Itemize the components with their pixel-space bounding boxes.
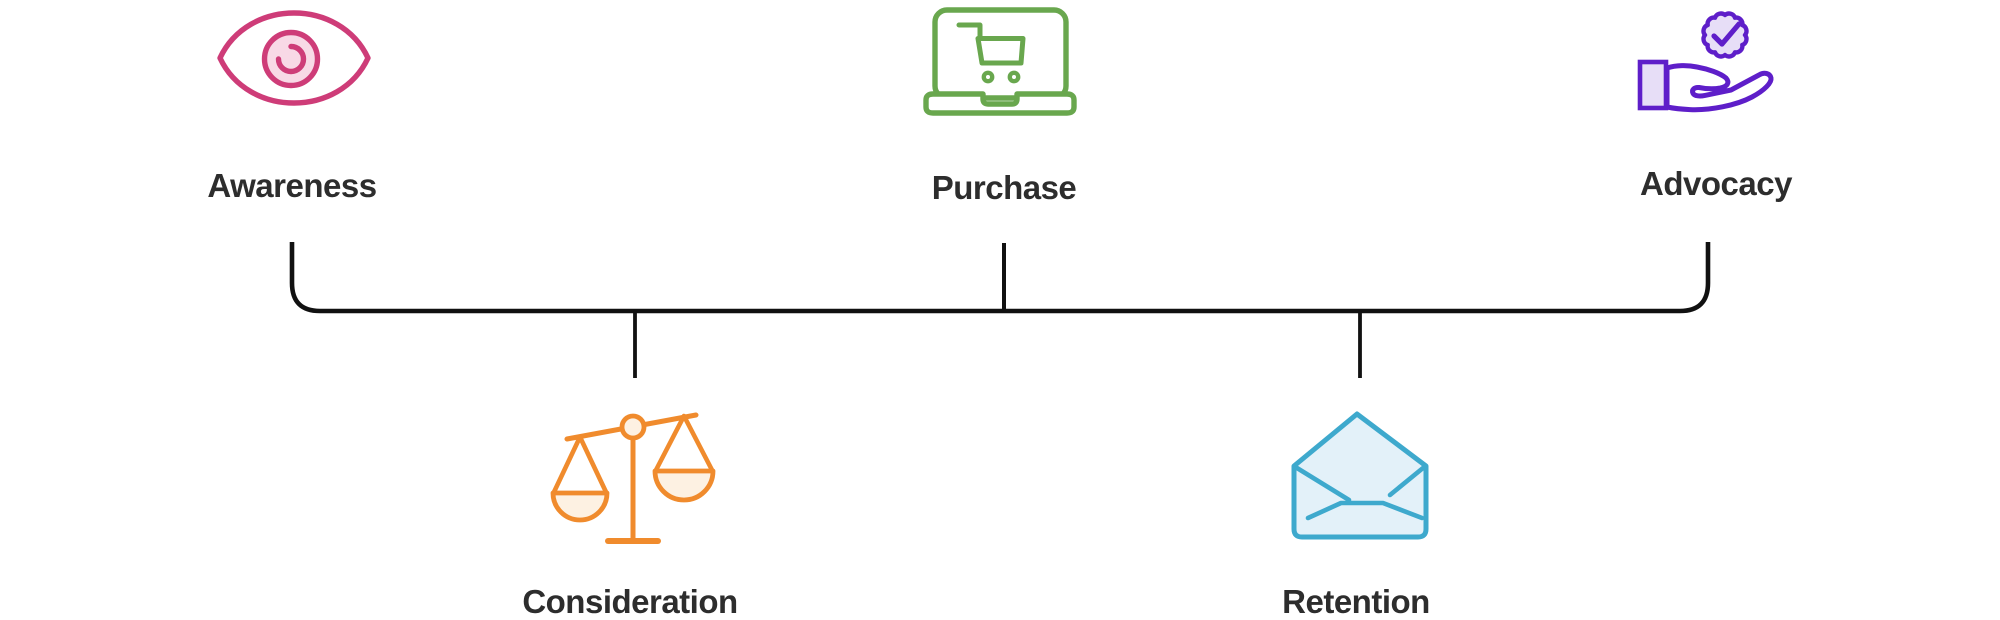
stage-label-purchase: Purchase [931, 169, 1077, 206]
stage-label-advocacy: Advocacy [1640, 165, 1792, 202]
stage-label-retention: Retention [1282, 583, 1430, 620]
balance-scale-icon [550, 412, 716, 544]
eye-icon [217, 10, 371, 106]
bracket-line [289, 242, 1711, 314]
open-envelope-icon [1291, 411, 1429, 540]
badge-shape [1701, 11, 1749, 59]
stage-label-consideration: Consideration [522, 583, 738, 620]
laptop-cart-icon [923, 7, 1077, 116]
stage-label-awareness: Awareness [207, 167, 377, 204]
hand-badge-icon [1637, 11, 1774, 113]
badge-checkmark [1711, 21, 1742, 47]
cuff-shape [1637, 59, 1669, 111]
hand-shape [1664, 63, 1774, 113]
